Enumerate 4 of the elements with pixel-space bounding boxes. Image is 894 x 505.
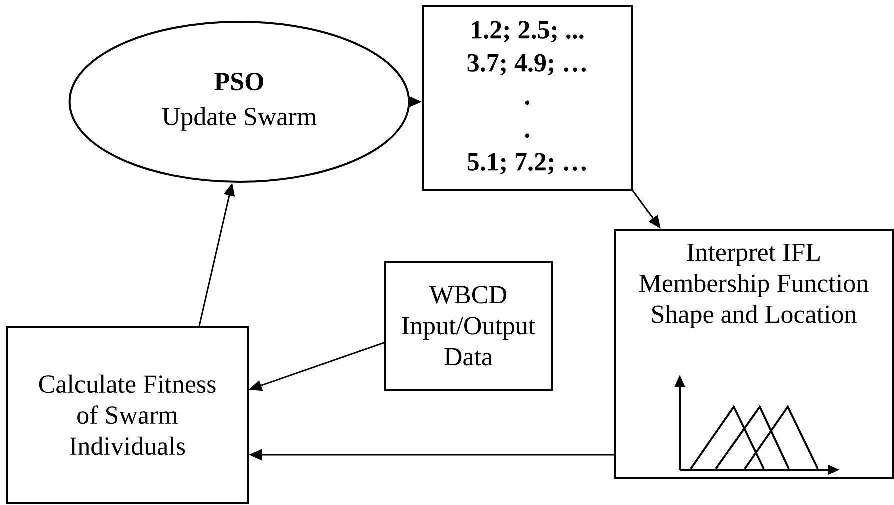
data-box: WBCD Input/Output Data <box>384 261 553 391</box>
process-box: Interpret IFL Membership Function Shape and Location <box>614 228 894 479</box>
data-box: 1.2; 2.5; ... 3.7; 4.9; … . . 5.1; 7.2; … <box>422 5 633 191</box>
process-box: Calculate Fitness of Swarm Individuals <box>6 326 249 504</box>
